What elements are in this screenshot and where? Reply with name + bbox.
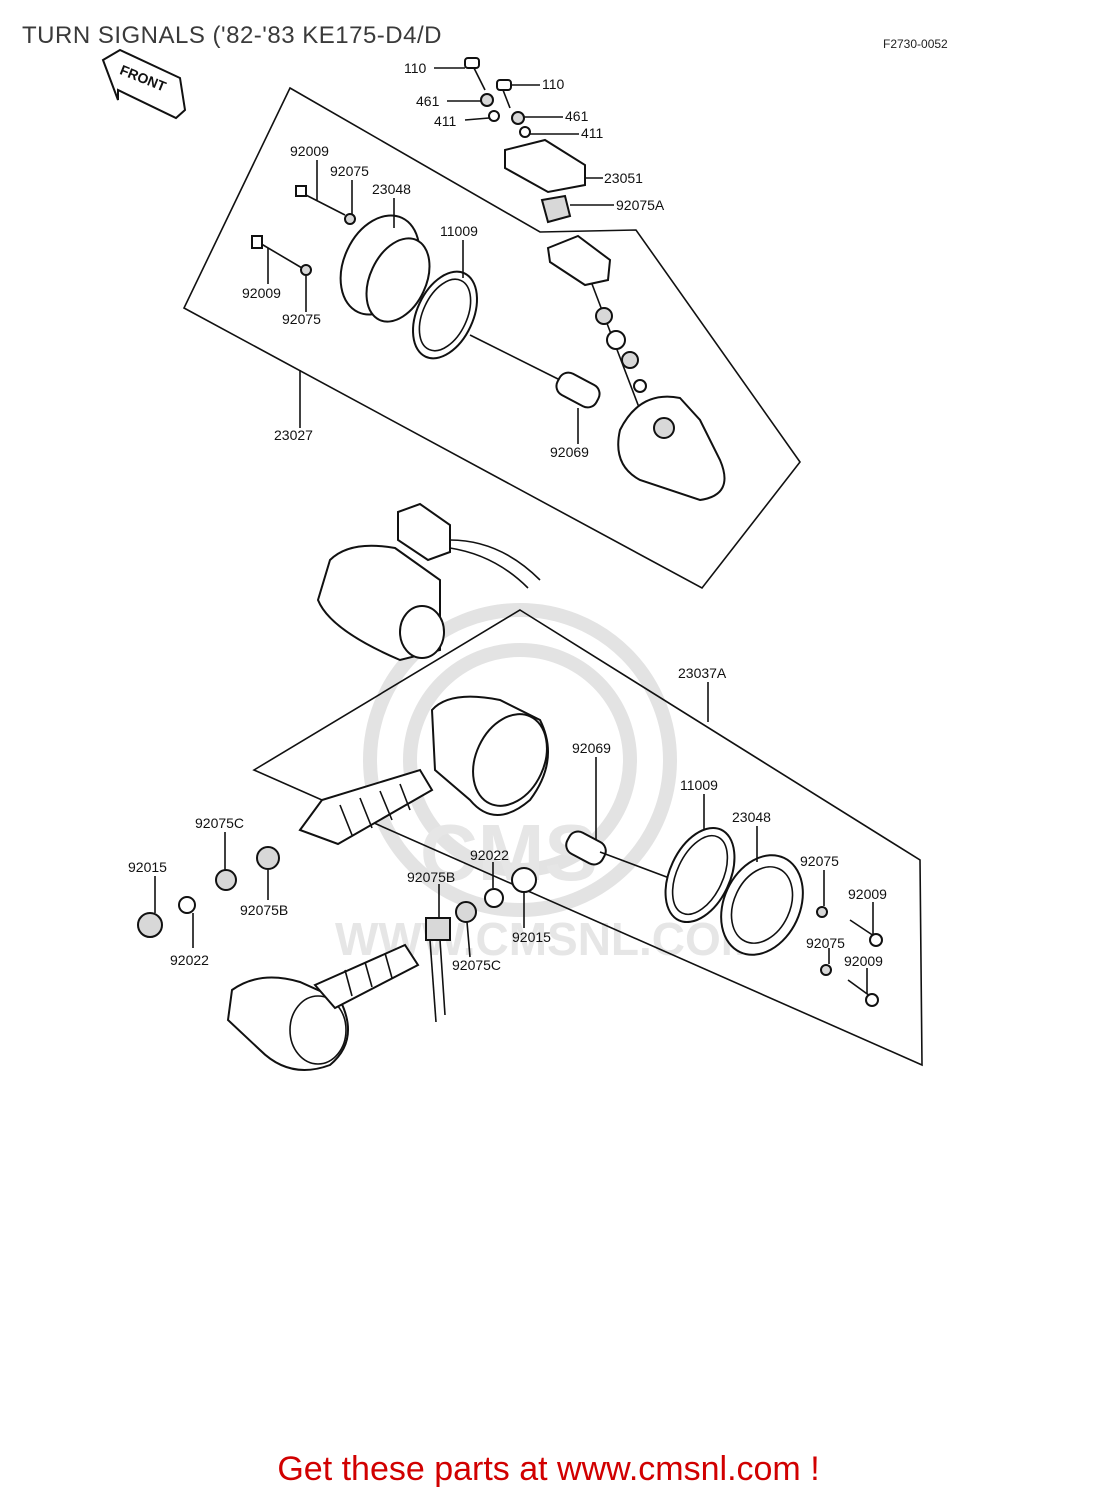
washer-461-left [480,93,494,107]
bolt-110-right [496,79,512,109]
callout-92015-middle: 92015 [512,929,551,945]
callout-92009-right-2: 92009 [844,953,883,969]
callout-92015-left: 92015 [128,859,167,875]
leader-lines [154,67,874,994]
callout-11009-lower: 11009 [680,777,718,793]
callout-92075-right-1: 92075 [800,853,839,869]
callout-23027: 23027 [274,427,313,443]
callout-92009-upper: 92009 [290,143,329,159]
washer-upper-2 [621,351,639,369]
callout-92075B-middle: 92075B [407,869,455,885]
callout-411-left: 411 [434,113,457,129]
screw-92009-lower-right-1 [869,933,883,947]
washer-92075-lower [300,264,312,276]
nut-92015-middle [511,867,537,893]
washer-92022-middle [484,888,504,908]
callout-92075A: 92075A [616,197,665,213]
figure-code: F2730-0052 [883,37,948,51]
callout-92069-upper: 92069 [550,444,589,460]
nut-upper [595,307,613,325]
callout-92022-left: 92022 [170,952,209,968]
washer-461-right [511,111,525,125]
nut-92015-left [137,912,163,938]
callout-23048-lower: 23048 [732,809,771,825]
callout-92009-right-1: 92009 [848,886,887,902]
callout-92075-right-2: 92075 [806,935,845,951]
bulb-92069-upper [555,371,601,409]
upper-assembly-outline [182,86,801,590]
washer-upper-3 [633,379,647,393]
callout-92009-mid: 92009 [242,285,281,301]
diagram-title: TURN SIGNALS ('82-'83 KE175-D4/D [22,22,442,49]
bolt-110-left [464,57,486,91]
washer-411-left [488,110,500,122]
callout-411-right: 411 [581,125,604,141]
callout-92075-upper: 92075 [330,163,369,179]
gasket-11009-upper [412,270,478,360]
callout-23048-upper: 23048 [372,181,411,197]
washer-upper-1 [606,330,626,350]
callout-92075-mid: 92075 [282,311,321,327]
washer-92075-upper [344,213,356,225]
callout-11009-upper: 11009 [440,223,478,239]
callout-23037A: 23037A [678,665,727,681]
footer-link[interactable]: Get these parts at www.cmsnl.com ! [277,1450,820,1488]
callout-110-right: 110 [542,76,565,92]
damper-92075A [540,194,572,224]
callout-92069-lower: 92069 [572,740,611,756]
stem-lower-right [298,768,434,846]
screw-92009-upper [295,185,307,197]
damper-92075B-left [256,846,280,870]
screw-92009-lower-right-2 [865,993,879,1007]
lower-assembly-outline [252,609,923,1067]
clamp-23051 [504,138,586,194]
callout-110-left: 110 [404,60,427,76]
washer-411-right [519,126,531,138]
washer-92075C-middle [455,901,477,923]
washer-92022-left [178,896,196,914]
callout-92022-middle: 92022 [470,847,509,863]
bracket-upper [546,234,612,287]
complete-signal-assembly [316,502,541,662]
signal-lower-left [226,939,446,1071]
callout-23051: 23051 [604,170,643,186]
washer-92075-lower-right-2 [820,964,832,976]
lens-23048-lower [720,854,804,956]
callout-92075C-left: 92075C [195,815,244,831]
front-arrow-icon: FRONT [101,48,187,120]
screw-92009-lower [251,235,263,249]
callout-461-right: 461 [565,108,589,124]
washer-92075-lower-right-1 [816,906,828,918]
callout-92075B-left: 92075B [240,902,288,918]
callout-92075C-middle: 92075C [452,957,501,973]
callout-labels: 110 110 461 461 411 411 23051 92075A 920… [128,60,887,973]
damper-92075B-middle [425,917,451,941]
callout-461-left: 461 [416,93,440,109]
washer-92075C-left [215,869,237,891]
housing-upper [617,395,726,502]
